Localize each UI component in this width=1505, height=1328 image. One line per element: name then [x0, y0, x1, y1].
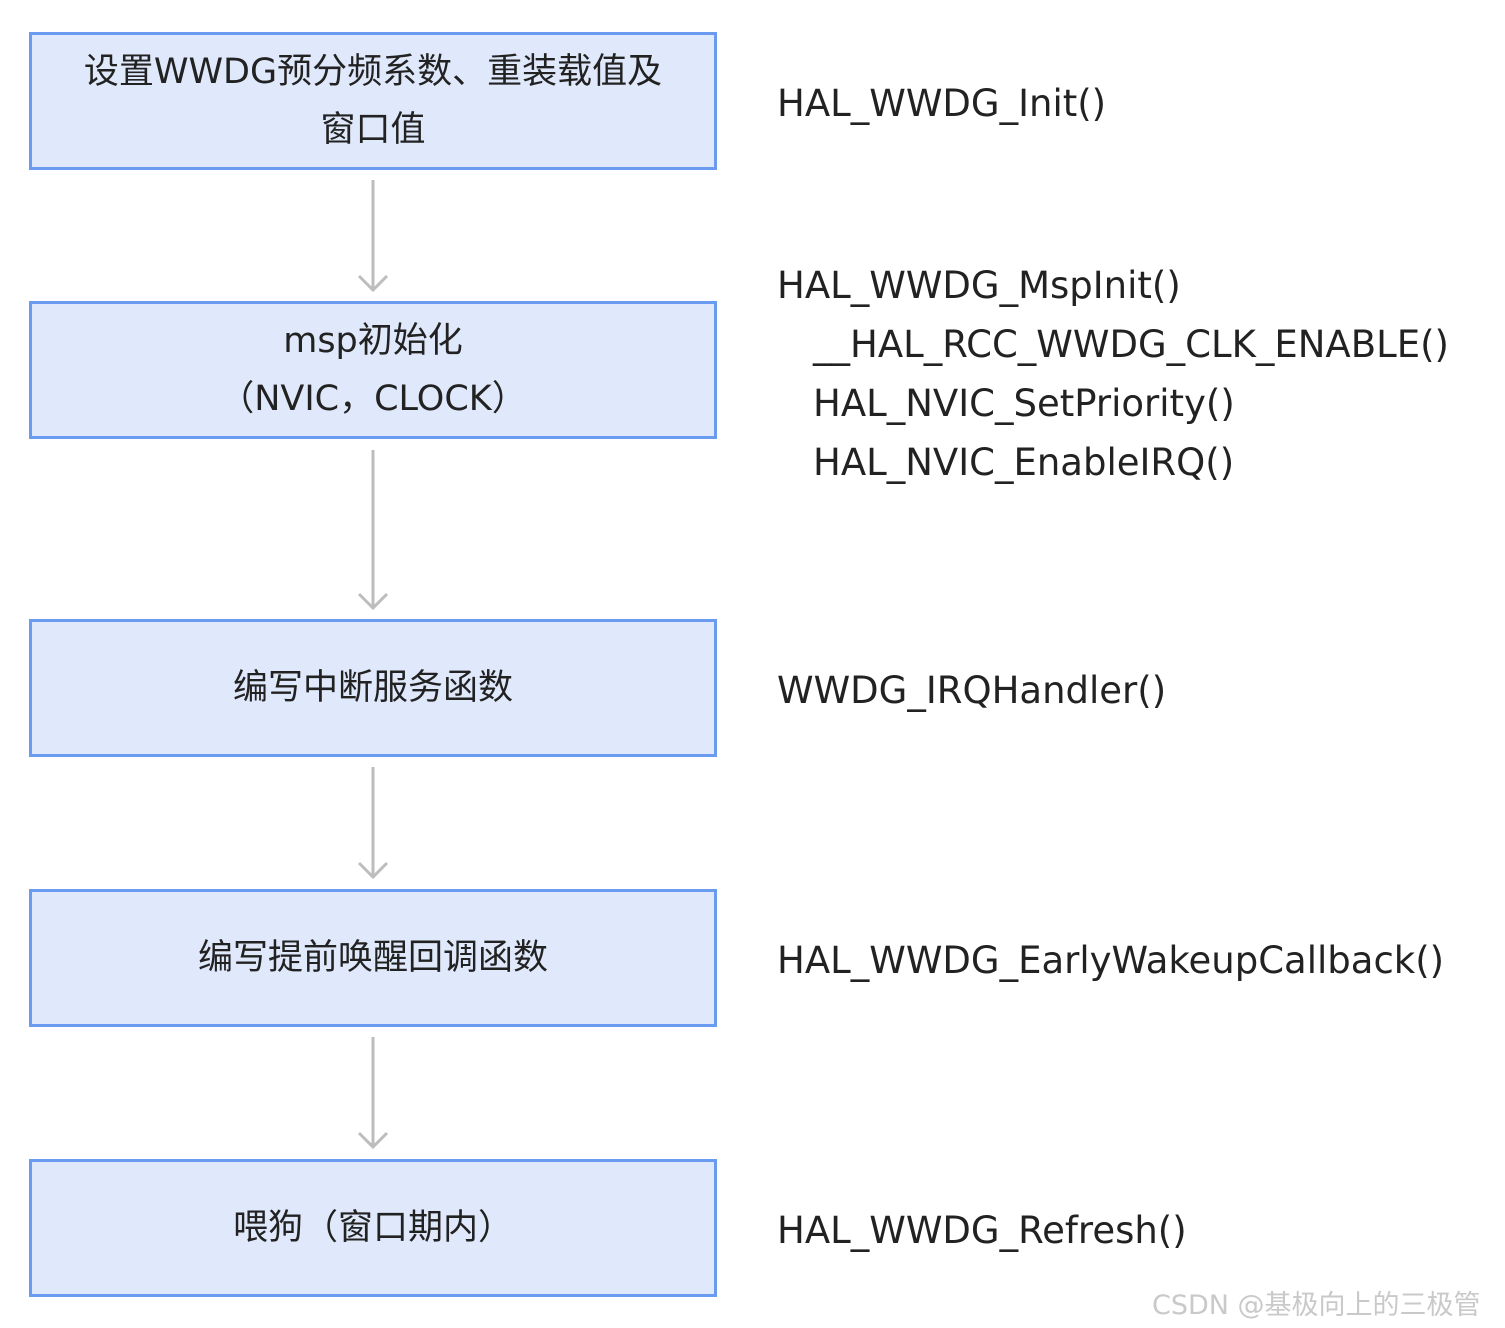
function-label: WWDG_IRQHandler(): [777, 669, 1167, 712]
function-label: HAL_NVIC_EnableIRQ(): [813, 441, 1235, 484]
function-label: HAL_WWDG_MspInit(): [777, 264, 1181, 307]
arrow-down-icon: [357, 450, 389, 611]
step-box-refresh: 喂狗（窗口期内）: [29, 1159, 717, 1297]
function-list: HAL_WWDG_MspInit() __HAL_RCC_WWDG_CLK_EN…: [777, 256, 1449, 492]
arrow-down-icon: [357, 180, 389, 293]
arrow-down-icon: [357, 767, 389, 880]
step-box-msp: msp初始化 （NVIC，CLOCK）: [29, 301, 717, 439]
step-text: 编写中断服务函数: [232, 668, 513, 708]
watermark: CSDN @基极向上的三极管: [1152, 1290, 1481, 1321]
function-label: __HAL_RCC_WWDG_CLK_ENABLE(): [813, 323, 1449, 366]
step-text: （NVIC，CLOCK）: [219, 379, 527, 419]
step-text: 设置WWDG预分频系数、重装载值及: [83, 52, 663, 92]
step-text: 窗口值: [320, 110, 426, 150]
step-text: 编写提前唤醒回调函数: [197, 938, 548, 978]
arrow-down-icon: [357, 1037, 389, 1150]
function-label: HAL_WWDG_Refresh(): [777, 1209, 1187, 1252]
function-label: HAL_WWDG_Init(): [777, 82, 1107, 125]
step-text: msp初始化: [283, 321, 463, 361]
step-box-irq: 编写中断服务函数: [29, 619, 717, 757]
step-text: 喂狗（窗口期内）: [232, 1208, 513, 1248]
step-box-callback: 编写提前唤醒回调函数: [29, 889, 717, 1027]
function-label: HAL_WWDG_EarlyWakeupCallback(): [777, 939, 1445, 982]
step-box-init: 设置WWDG预分频系数、重装载值及 窗口值: [29, 32, 717, 170]
function-label: HAL_NVIC_SetPriority(): [813, 382, 1235, 425]
